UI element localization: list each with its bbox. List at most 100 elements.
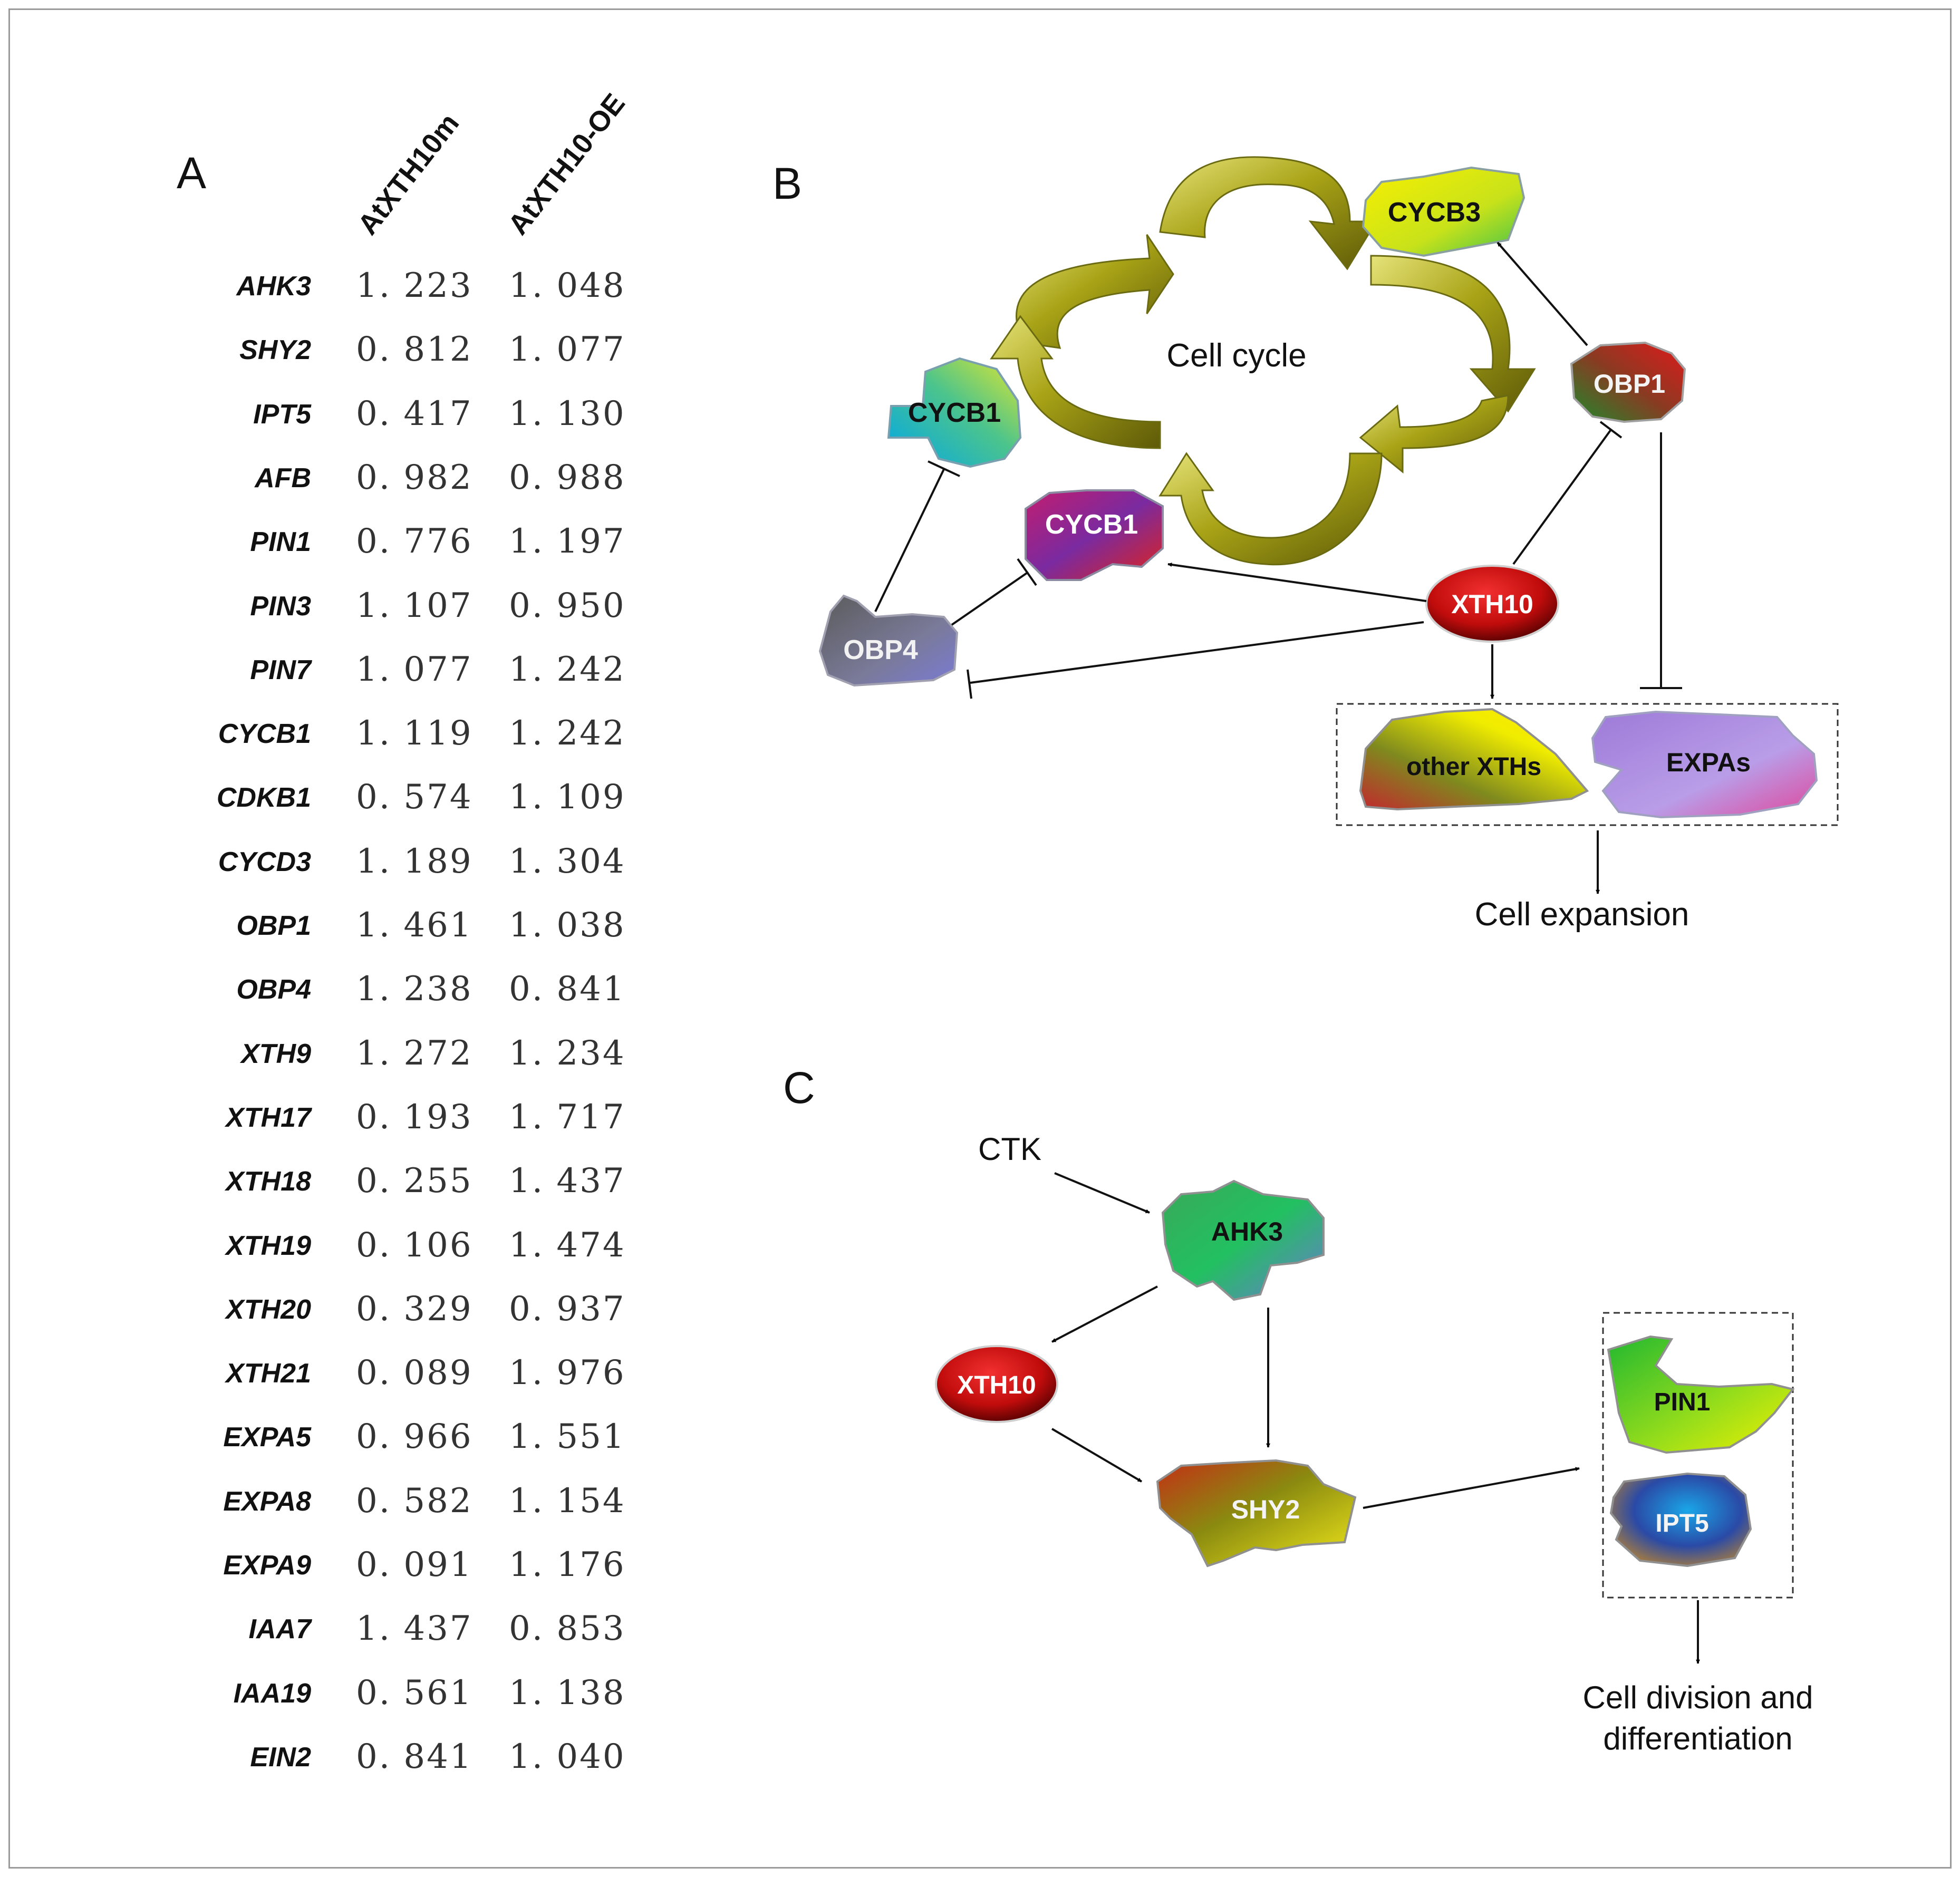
table-gene-name: XTH21: [226, 1358, 311, 1389]
obp1-node: [1570, 341, 1686, 423]
pin1-label: PIN1: [1654, 1388, 1711, 1416]
table-value-atxth10-oe: 1. 717: [509, 1098, 626, 1137]
xth10-inhibits-obp4-bar: [967, 669, 972, 699]
outcome-label-line2: differentiation: [1603, 1721, 1792, 1756]
table-value-atxth10-oe: 1. 437: [509, 1162, 626, 1201]
cycle-arrow-bottom: [1158, 452, 1383, 566]
cell-expansion-label: Cell expansion: [1475, 896, 1689, 933]
ahk3-to-xth10-arrow: [1051, 1285, 1158, 1343]
table-value-atxth10m: 0. 091: [356, 1545, 473, 1584]
obp4-node: [818, 594, 959, 687]
table-value-atxth10m: 0. 193: [356, 1098, 473, 1137]
table-value-atxth10m: 1. 223: [356, 266, 473, 305]
table-value-atxth10-oe: 1. 176: [509, 1545, 626, 1584]
table-value-atxth10-oe: 1. 474: [509, 1226, 626, 1265]
other-xths-node: [1359, 708, 1589, 811]
expansion-genes-box: [1336, 703, 1839, 826]
panel-a-label: A: [177, 148, 207, 198]
table-value-atxth10-oe: 1. 048: [509, 266, 626, 305]
table-value-atxth10-oe: 1. 234: [509, 1034, 626, 1073]
table-value-atxth10m: 0. 255: [356, 1162, 473, 1201]
table-value-atxth10m: 1. 437: [356, 1609, 473, 1648]
panel-b-label: B: [773, 159, 803, 208]
table-value-atxth10-oe: 0. 937: [509, 1290, 626, 1329]
table-value-atxth10-oe: 0. 988: [509, 458, 626, 497]
table-value-atxth10-oe: 1. 077: [509, 330, 626, 369]
table-value-atxth10-oe: 1. 242: [509, 714, 626, 753]
expas-node: [1591, 710, 1818, 819]
table-value-atxth10-oe: 1. 551: [509, 1417, 626, 1456]
table-gene-name: CYCB1: [218, 719, 311, 749]
table-gene-name: XTH19: [226, 1231, 311, 1261]
table-value-atxth10m: 0. 812: [356, 330, 473, 369]
cycle-arrow-right: [1370, 255, 1536, 413]
cycle-arrow-top-left: [1016, 234, 1174, 349]
table-value-atxth10m: 0. 966: [356, 1417, 473, 1456]
table-value-atxth10m: 1. 238: [356, 970, 473, 1009]
table-value-atxth10-oe: 1. 040: [509, 1737, 626, 1776]
table-value-atxth10m: 0. 089: [356, 1353, 473, 1392]
cycle-arrow-bottom-right: [1359, 394, 1509, 474]
xth10-inhibits-obp4: [970, 621, 1424, 684]
cycb1-top-label: CYCB1: [908, 398, 1001, 428]
table-value-atxth10-oe: 1. 197: [509, 522, 626, 561]
cell-cycle-arrows: [990, 156, 1536, 566]
cycb1-top-node: [887, 357, 1022, 468]
pin1-ipt5-box: [1602, 1312, 1794, 1599]
ctk-label: CTK: [978, 1131, 1041, 1167]
table-gene-name: IAA7: [248, 1614, 311, 1644]
cycb1-bottom-node: [1025, 489, 1164, 581]
table-gene-name: EXPA5: [223, 1422, 311, 1453]
table-value-atxth10-oe: 1. 138: [509, 1673, 626, 1712]
table-value-atxth10m: 0. 776: [356, 522, 473, 561]
table-gene-name: AFB: [255, 463, 311, 494]
ipt5-label: IPT5: [1655, 1510, 1708, 1537]
table-gene-name: EXPA8: [223, 1486, 311, 1517]
panel-c-connectors: [1051, 1172, 1700, 1664]
xth10-inhibits-obp1-bar: [1599, 421, 1623, 439]
pin1-node: [1607, 1335, 1795, 1454]
table-value-atxth10m: 0. 982: [356, 458, 473, 497]
table-value-atxth10-oe: 0. 950: [509, 586, 626, 625]
table-value-atxth10m: 1. 272: [356, 1034, 473, 1073]
table-gene-name: EIN2: [250, 1742, 311, 1773]
table-value-atxth10m: 0. 106: [356, 1226, 473, 1265]
figure-frame: [8, 8, 1952, 1869]
xth10-inhibits-obp1: [1512, 429, 1612, 565]
table-value-atxth10-oe: 0. 853: [509, 1609, 626, 1648]
table-gene-name: IPT5: [253, 399, 311, 430]
table-gene-name: PIN1: [250, 527, 311, 557]
table-value-atxth10-oe: 1. 976: [509, 1353, 626, 1392]
obp1-to-cycb3-arrow: [1496, 241, 1588, 346]
outcome-label-line1: Cell division and: [1583, 1680, 1813, 1715]
ahk3-label: AHK3: [1211, 1217, 1283, 1246]
table-value-atxth10m: 1. 107: [356, 586, 473, 625]
shy2-label: SHY2: [1231, 1495, 1300, 1524]
panel-b-connectors: [874, 241, 1682, 894]
table-value-atxth10m: 1. 189: [356, 842, 473, 881]
table-value-atxth10-oe: 1. 038: [509, 906, 626, 945]
obp4-inhibits-cycb1-top-bar: [928, 460, 960, 477]
obp4-label: OBP4: [843, 635, 918, 665]
cycb3-node: [1362, 166, 1525, 257]
table-gene-name: CDKB1: [216, 782, 311, 813]
table-value-atxth10-oe: 0. 841: [509, 970, 626, 1009]
cycb3-label: CYCB3: [1388, 197, 1481, 228]
table-value-atxth10m: 1. 461: [356, 906, 473, 945]
table-value-atxth10-oe: 1. 130: [509, 394, 626, 433]
ipt5-node: [1609, 1472, 1752, 1568]
cycle-arrow-left: [990, 315, 1161, 449]
xth10-label-b: XTH10: [1451, 589, 1533, 619]
table-gene-name: OBP1: [236, 911, 311, 941]
table-gene-name: CYCD3: [218, 847, 311, 877]
xth10-to-cycb1-arrow: [1167, 563, 1427, 602]
shy2-node: [1156, 1459, 1357, 1568]
shy2-to-box-arrow: [1363, 1467, 1580, 1509]
table-gene-name: XTH20: [226, 1294, 311, 1325]
other-xths-label: other XTHs: [1406, 753, 1541, 781]
table-value-atxth10m: 0. 561: [356, 1673, 473, 1712]
table-gene-name: OBP4: [236, 974, 311, 1005]
table-value-atxth10m: 0. 582: [356, 1482, 473, 1521]
cycle-arrow-top: [1159, 156, 1378, 270]
